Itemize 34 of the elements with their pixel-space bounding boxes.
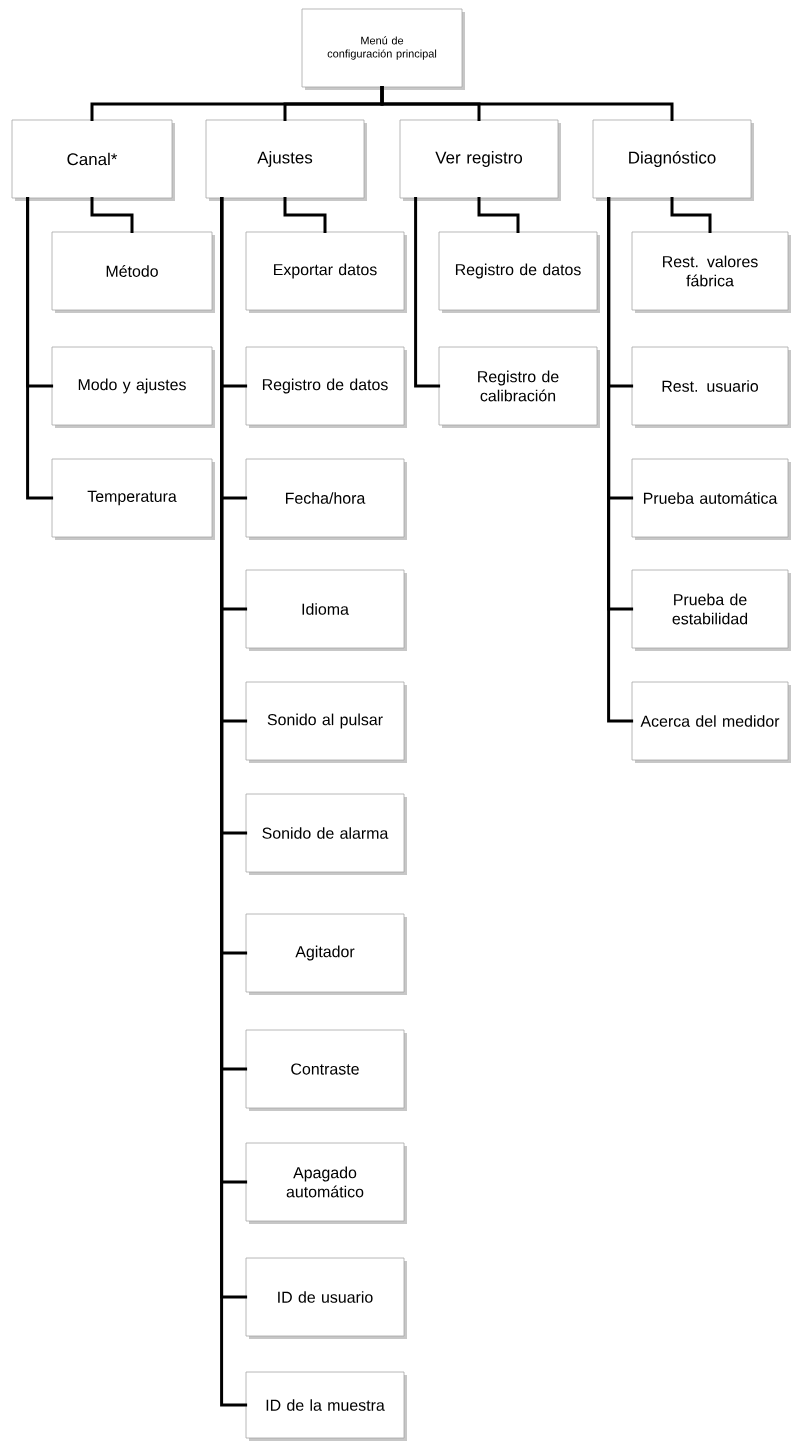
- menu-box: Rest. valores fábrica: [631, 231, 791, 313]
- menu-box: ID de la muestra: [245, 1371, 407, 1441]
- menu-box: Prueba automática: [631, 458, 791, 540]
- menu-box: Método: [51, 231, 215, 313]
- connector-line: [26, 196, 54, 500]
- menu-box: Modo y ajustes: [51, 346, 215, 428]
- connector-line: [380, 85, 674, 122]
- menu-box: Registro de datos: [438, 231, 600, 313]
- menu-box: Ajustes: [205, 119, 367, 201]
- menu-box: Canal*: [11, 119, 175, 201]
- connector-line: [607, 196, 634, 723]
- menu-box: Exportar datos: [245, 231, 407, 313]
- connector-line: [670, 196, 712, 234]
- menu-box: Rest. usuario: [631, 346, 791, 428]
- connector-line: [90, 196, 134, 234]
- menu-box: ID de usuario: [245, 1257, 407, 1339]
- menu-box: Temperatura: [51, 458, 215, 540]
- menu-box: Prueba de estabilidad: [631, 569, 791, 651]
- menu-box: Contraste: [245, 1029, 407, 1111]
- menu-box: Registro de datos: [245, 346, 407, 428]
- menu-box: Acerca del medidor: [631, 681, 791, 763]
- connector-line: [283, 196, 327, 234]
- menu-box: Agitador: [245, 913, 407, 995]
- menu-box: Sonido al pulsar: [245, 681, 407, 763]
- menu-box: Registro de calibración: [438, 346, 600, 428]
- menu-box: Diagnóstico: [592, 119, 754, 201]
- menu-box: Idioma: [245, 569, 407, 651]
- menu-box: Menú de configuración principal: [301, 8, 465, 90]
- menu-box: Ver registro: [399, 119, 561, 201]
- connector-line: [477, 196, 520, 234]
- menu-box: Fecha/hora: [245, 458, 407, 540]
- menu-box: Sonido de alarma: [245, 793, 407, 875]
- menu-box: Apagado automático: [245, 1142, 407, 1224]
- connector-line: [414, 196, 441, 388]
